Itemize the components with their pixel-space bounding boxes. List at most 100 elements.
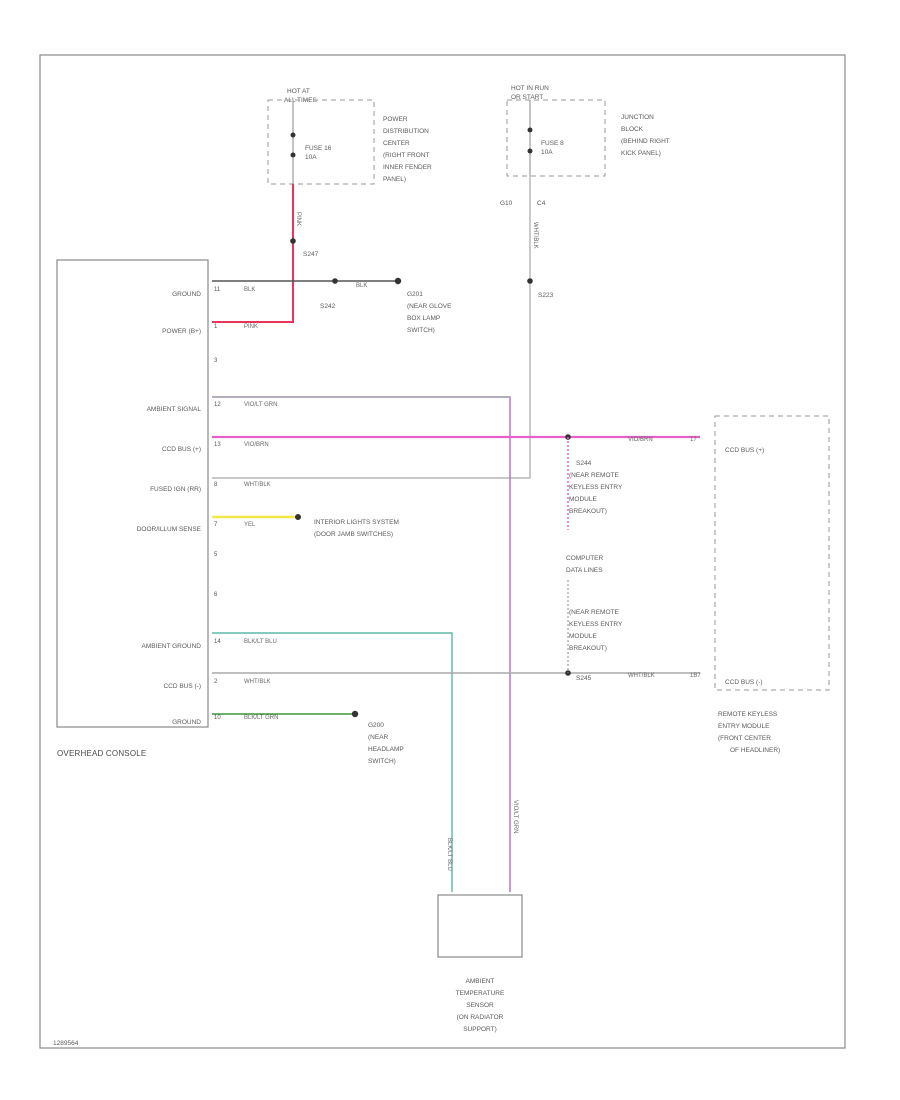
overhead-pin-row: DOOR/ILLUM SENSE 7 YEL <box>137 522 256 533</box>
remote-neg-wire-label: WHT/BLK <box>628 673 655 679</box>
power1-hot-label: HOT AT <box>287 88 310 95</box>
s244-desc-2: KEYLESS ENTRY <box>569 484 623 491</box>
pin-wire-color: BLK/LT GRN <box>244 715 278 721</box>
power-source-2: HOT IN RUN OR START FUSE 8 10A JUNCTION … <box>500 85 670 207</box>
sensor-name-4: (ON RADIATOR <box>457 1014 504 1021</box>
pin-wire-color: BLK <box>244 287 255 293</box>
fuse16-terminal-top <box>290 132 296 138</box>
pin-number: 7 <box>214 522 218 528</box>
pin-label: DOOR/ILLUM SENSE <box>137 526 202 533</box>
pin-label: FUSED IGN (RR) <box>150 486 201 493</box>
figure-id: 1289564 <box>53 1040 79 1047</box>
pdc-line-5: INNER FENDER <box>383 164 432 171</box>
diagram-frame <box>39 54 846 1049</box>
jb-line-2: BLOCK <box>621 126 644 133</box>
ground-g201 <box>394 277 402 285</box>
remote-name-2: ENTRY MODULE <box>718 723 770 730</box>
pin-label: CCD BUS (+) <box>162 446 201 453</box>
computer-data-lines-2: DATA LINES <box>566 567 603 574</box>
power1-hot2-label: ALL TIMES <box>284 97 318 104</box>
pin-number: 14 <box>214 639 221 645</box>
s245-desc-3: MODULE <box>569 633 597 640</box>
overhead-pin-row: GROUND 10 BLK/LT GRN <box>172 715 278 726</box>
s223-label: S223 <box>538 292 554 299</box>
remote-keyless-module-box <box>714 415 830 691</box>
fuse8-label: FUSE 8 <box>541 140 564 147</box>
sensor-name-5: SUPPORT) <box>463 1026 496 1033</box>
fuse16-amp: 10A <box>305 154 317 161</box>
s244-desc-1: (NEAR REMOTE <box>569 472 620 479</box>
power2-hot2-label: OR START <box>511 94 543 101</box>
remote-bus-neg: CCD BUS (-) <box>725 679 763 686</box>
s245-desc-1: (NEAR REMOTE <box>569 609 620 616</box>
g200-desc-1: (NEAR <box>368 734 389 741</box>
overhead-pin-row: 6 <box>214 592 218 598</box>
pin-wire-color: PINK <box>244 324 258 330</box>
pin-wire-color: YEL <box>244 522 256 528</box>
remote-neg-pin: 1B7 <box>690 673 701 679</box>
remote-bus-pos: CCD BUS (+) <box>725 447 764 454</box>
jb-line-1: JUNCTION <box>621 114 654 121</box>
overhead-pin-row: GROUND 11 BLK <box>172 287 255 298</box>
interior-lights-line2: (DOOR JAMB SWITCHES) <box>314 531 393 538</box>
pin-label: CCD BUS (-) <box>163 683 201 690</box>
g200-label: G200 <box>368 722 384 729</box>
conn-g10: G10 <box>500 200 513 207</box>
pin-number: 5 <box>214 552 218 558</box>
pin-label: AMBIENT SIGNAL <box>147 406 202 413</box>
s245-desc-2: KEYLESS ENTRY <box>569 621 623 628</box>
pin-label: GROUND <box>172 291 201 298</box>
interior-lights-connector <box>295 514 301 520</box>
g201-desc-1: (NEAR GLOVE <box>407 303 452 310</box>
pin-number: 11 <box>214 287 221 293</box>
splice-s223 <box>527 278 533 284</box>
pin-wire-color: WHT/BLK <box>244 679 271 685</box>
pin-number: 12 <box>214 402 221 408</box>
overhead-pin-row: 5 <box>214 552 218 558</box>
pin-label: AMBIENT GROUND <box>142 643 202 650</box>
remote-name-3: (FRONT CENTER <box>718 735 771 742</box>
pin-wire-color: VIO/LT GRN <box>244 402 277 408</box>
pin-number: 8 <box>214 482 218 488</box>
ground-g200 <box>351 710 359 718</box>
power1-box <box>267 99 375 185</box>
s244-desc-3: MODULE <box>569 496 597 503</box>
overhead-pin-row: POWER (B+) 1 PINK <box>162 324 258 335</box>
sensor-name-3: SENSOR <box>466 1002 494 1009</box>
splice-s242 <box>332 278 338 284</box>
sensor-name-2: TEMPERATURE <box>456 990 505 997</box>
sensor-right-wire-label: VIO/LT GRN <box>512 800 518 833</box>
power2-box <box>506 99 606 177</box>
pin-label: GROUND <box>172 719 201 726</box>
ambient-ground-wire <box>212 632 453 892</box>
s244-desc-4: BREAKOUT) <box>569 508 607 515</box>
fuse8-amp: 10A <box>541 149 553 156</box>
pin-number: 13 <box>214 442 221 448</box>
s247-label: S247 <box>303 251 319 258</box>
computer-data-lines-1: COMPUTER <box>566 555 604 562</box>
fuse8-terminal-top <box>527 127 533 133</box>
pdc-line-3: CENTER <box>383 140 410 147</box>
jb-line-4: KICK PANEL) <box>621 150 661 157</box>
fuse16-label: FUSE 16 <box>305 145 332 152</box>
g201-desc-3: SWITCH) <box>407 327 435 334</box>
blk-wire-label: BLK <box>356 283 367 289</box>
pin-wire-color: VIO/BRN <box>244 442 269 448</box>
pin-wire-color: WHT/BLK <box>244 482 271 488</box>
s242-label: S242 <box>320 303 336 310</box>
fuse8-wire-label: WHT/BLK <box>532 222 538 249</box>
g201-label: G201 <box>407 291 423 298</box>
pin-number: 10 <box>214 715 221 721</box>
remote-pos-pin: 17 <box>690 437 697 443</box>
pdc-line-6: PANEL) <box>383 176 406 183</box>
overhead-pin-row: AMBIENT SIGNAL 12 VIO/LT GRN <box>147 402 278 413</box>
pin-label: POWER (B+) <box>162 328 201 335</box>
pink-wire-label: PINK <box>295 212 301 226</box>
ign-wire-wht-blk <box>212 176 531 479</box>
interior-lights-line1: INTERIOR LIGHTS SYSTEM <box>314 519 399 526</box>
s245-label: S245 <box>576 675 592 682</box>
pin-number: 1 <box>214 324 218 330</box>
